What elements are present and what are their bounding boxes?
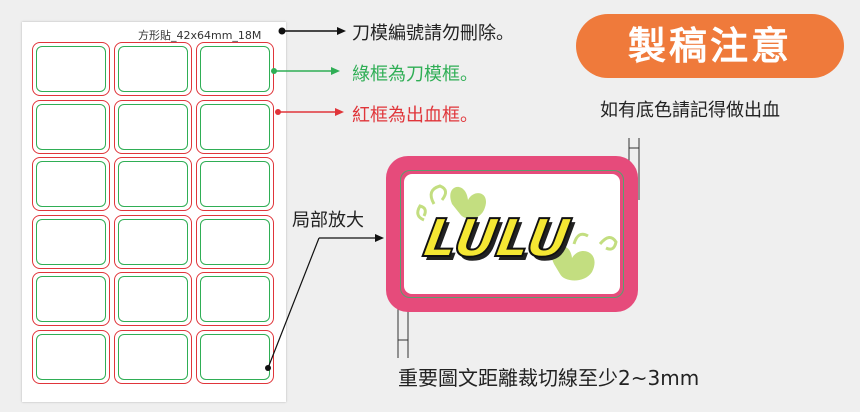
label-cut-line <box>200 103 270 150</box>
label-cut-line <box>200 333 270 380</box>
label-cut-line <box>118 46 188 92</box>
label-cut-line <box>200 161 270 207</box>
label-cell <box>114 272 192 326</box>
label-cell <box>114 329 192 384</box>
label-cell <box>114 99 192 154</box>
label-cut-line <box>118 276 188 322</box>
zoom-arrowhead <box>375 234 384 242</box>
red-frame-arrowhead <box>335 108 344 116</box>
green-frame-dot <box>271 68 277 74</box>
label-cut-line <box>118 103 188 150</box>
label-cell <box>196 99 274 154</box>
green-frame-arrowhead <box>331 67 340 75</box>
zoomed-sticker-preview: LULU LULU <box>386 156 638 312</box>
label-cut-line <box>200 46 270 92</box>
safety-margin-note: 重要圖文距離裁切線至少2~3mm <box>398 366 700 390</box>
bleed-note: 如有底色請記得做出血 <box>600 100 780 121</box>
red-frame-note: 紅框為出血框。 <box>352 105 478 126</box>
cut-line-frame <box>400 170 624 298</box>
red-frame-dot <box>275 109 281 115</box>
die-line-arrowhead <box>337 27 346 35</box>
label-cell <box>196 214 274 269</box>
label-cell <box>196 272 274 326</box>
zoom-label: 局部放大 <box>292 210 364 231</box>
green-frame-note: 綠框為刀模框。 <box>352 64 478 85</box>
zoom-pointer-line <box>267 237 320 369</box>
logo-shadow: LULU <box>423 212 579 273</box>
sticker-artwork-area: LULU LULU <box>404 174 620 294</box>
label-cell <box>196 329 274 384</box>
sticker-artwork: LULU LULU <box>416 184 618 281</box>
label-cut-line <box>118 218 188 265</box>
label-cut-line <box>118 161 188 207</box>
label-cell <box>32 99 110 154</box>
label-cut-line <box>36 103 106 150</box>
sticker-sheet <box>22 22 286 402</box>
die-line-dot <box>278 27 286 35</box>
label-cell <box>32 157 110 211</box>
label-cell <box>32 42 110 96</box>
label-cell <box>114 157 192 211</box>
logo-text: LULU <box>419 208 575 269</box>
label-cell <box>32 214 110 269</box>
label-cell <box>32 329 110 384</box>
label-cell <box>114 214 192 269</box>
label-cut-line <box>36 46 106 92</box>
die-line-note: 刀模編號請勿刪除。 <box>352 23 514 44</box>
label-cut-line <box>36 276 106 322</box>
label-cut-line <box>200 276 270 322</box>
label-cell <box>114 42 192 96</box>
butterfly-left-icon <box>416 184 487 222</box>
label-cut-line <box>200 218 270 265</box>
label-cut-line <box>118 333 188 380</box>
design-notice-badge: 製稿注意 <box>576 14 844 78</box>
label-cell <box>196 157 274 211</box>
butterfly-right-icon <box>551 232 618 281</box>
label-cell <box>32 272 110 326</box>
label-cut-line <box>36 333 106 380</box>
label-cut-line <box>36 161 106 207</box>
label-cut-line <box>36 218 106 265</box>
sheet-label: 方形貼_42x64mm_18M <box>138 29 262 42</box>
